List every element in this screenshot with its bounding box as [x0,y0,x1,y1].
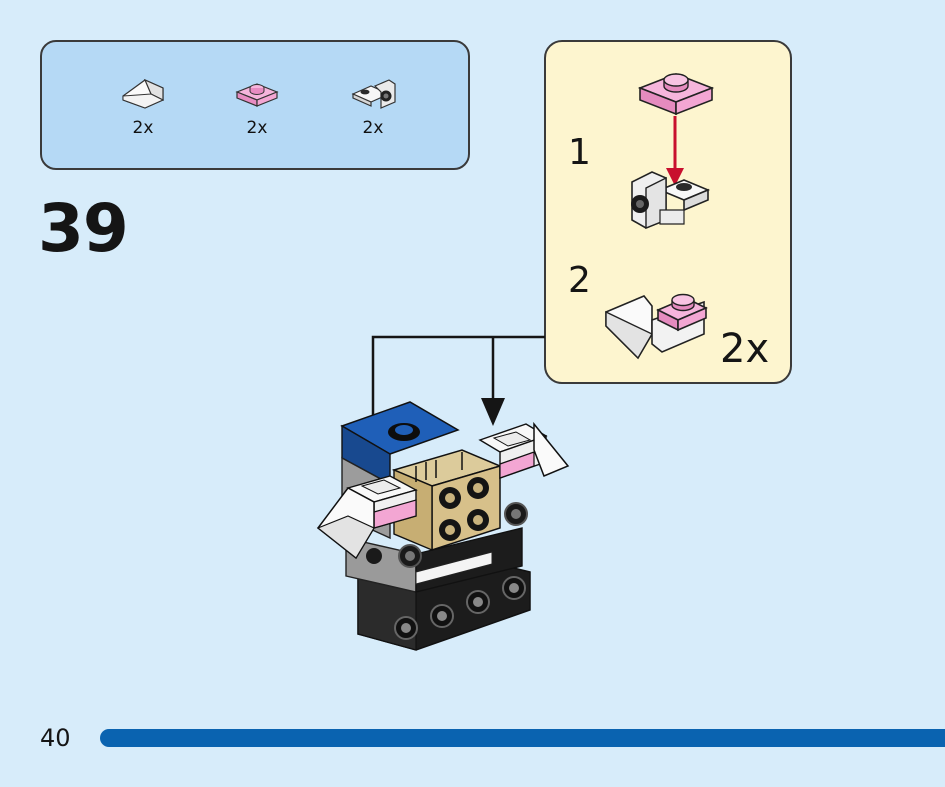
subassembly-callout: 1 2 2x [544,40,792,384]
page-number: 40 [40,724,71,752]
model-assembly-illustration [316,401,570,651]
progress-bar [100,729,945,747]
red-arrow-icon [666,116,684,186]
white-bracket-icon [631,171,711,230]
part-bracket: 2x [338,72,408,138]
step-number: 39 [38,190,129,267]
white-slope-brick-icon [122,78,165,109]
part-slope: 2x [108,72,178,138]
part-qty: 2x [362,118,384,138]
substep-2-number: 2 [568,260,591,301]
white-bracket-icon [351,79,396,109]
pink-plate-icon [235,83,279,107]
part-plate: 2x [222,72,292,138]
pink-plate-icon [637,73,715,116]
substep-1-number: 1 [568,132,591,173]
callout-multiplier: 2x [720,326,770,372]
part-qty: 2x [132,118,154,138]
parts-list-box: 2x 2x 2x [40,40,470,170]
part-qty: 2x [246,118,268,138]
assembled-side-piece-icon [605,293,708,360]
